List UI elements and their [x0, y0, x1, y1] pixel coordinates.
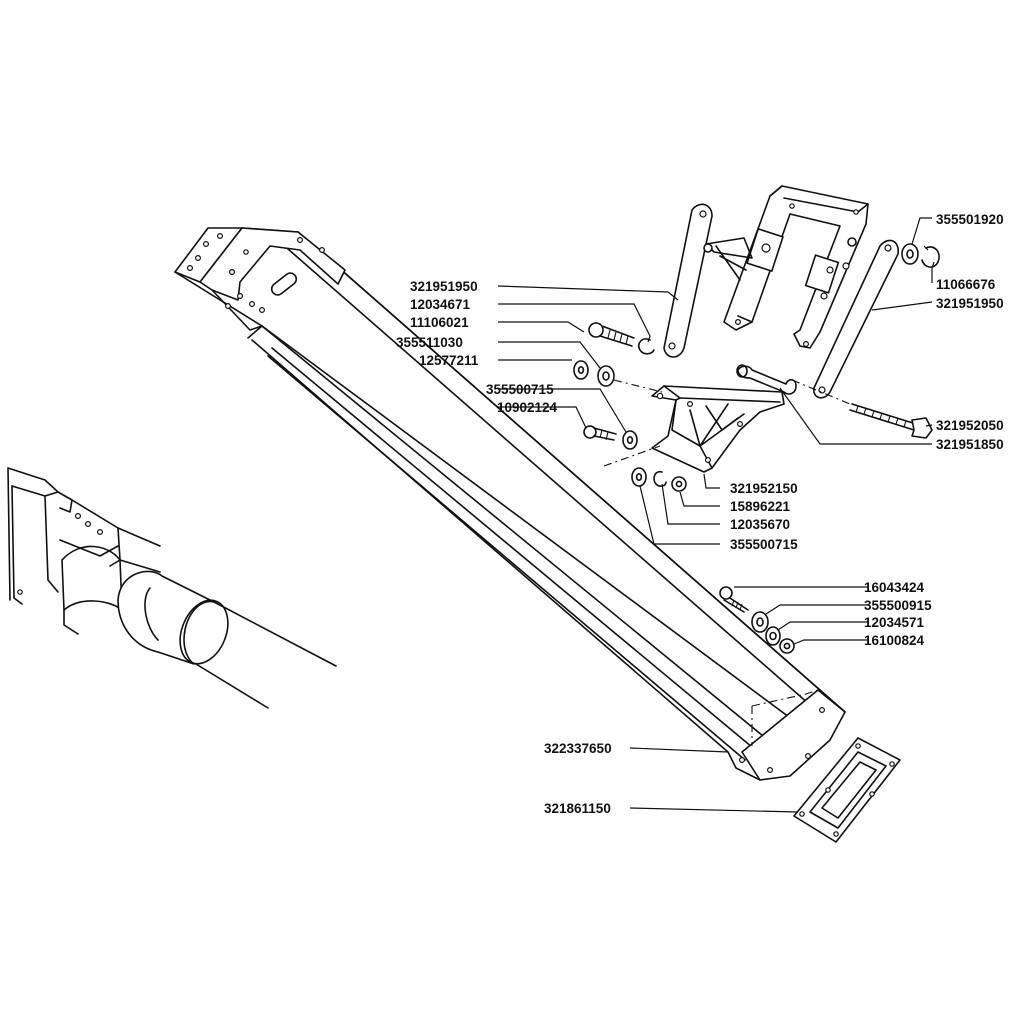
small-hardware-drawing — [573, 322, 851, 492]
part-label-321951950-left: 321951950 — [410, 279, 478, 294]
part-label-321952050: 321952050 — [936, 418, 1004, 433]
threaded-rod-drawing — [849, 403, 933, 439]
part-label-321861150: 321861150 — [544, 801, 611, 816]
part-label-11066676: 11066676 — [936, 277, 996, 292]
part-label-355511030: 355511030 — [396, 335, 463, 350]
bracket-drawing — [651, 364, 797, 473]
upper-frame-drawing — [663, 185, 940, 399]
part-label-355500715-lower: 355500715 — [730, 537, 798, 552]
part-label-10902124: 10902124 — [497, 400, 558, 415]
part-label-12035670: 12035670 — [730, 517, 790, 532]
part-label-11106021: 11106021 — [410, 315, 469, 330]
part-label-321951950-right: 321951950 — [936, 296, 1004, 311]
part-label-321952150: 321952150 — [730, 481, 798, 496]
part-label-12577211: 12577211 — [419, 353, 479, 368]
main-beam-drawing — [174, 227, 846, 781]
tube-assembly-drawing — [7, 467, 337, 709]
bolt-set-lower-right — [719, 586, 795, 654]
part-label-355501920: 355501920 — [936, 212, 1004, 227]
part-label-355500715-upper: 355500715 — [486, 382, 554, 397]
part-label-12034671: 12034671 — [410, 297, 471, 312]
part-label-16100824: 16100824 — [864, 633, 925, 648]
part-label-15896221: 15896221 — [730, 499, 791, 514]
part-label-355500915: 355500915 — [864, 598, 932, 613]
gasket-plate-drawing — [793, 737, 901, 843]
part-number-labels: 355501920 11066676 321951950 321951950 1… — [396, 212, 1004, 816]
leader-lines — [497, 217, 935, 813]
part-label-321951850: 321951850 — [936, 437, 1004, 452]
part-label-16043424: 16043424 — [864, 580, 925, 595]
part-label-322337650: 322337650 — [544, 741, 612, 756]
part-label-12034571: 12034571 — [864, 615, 925, 630]
